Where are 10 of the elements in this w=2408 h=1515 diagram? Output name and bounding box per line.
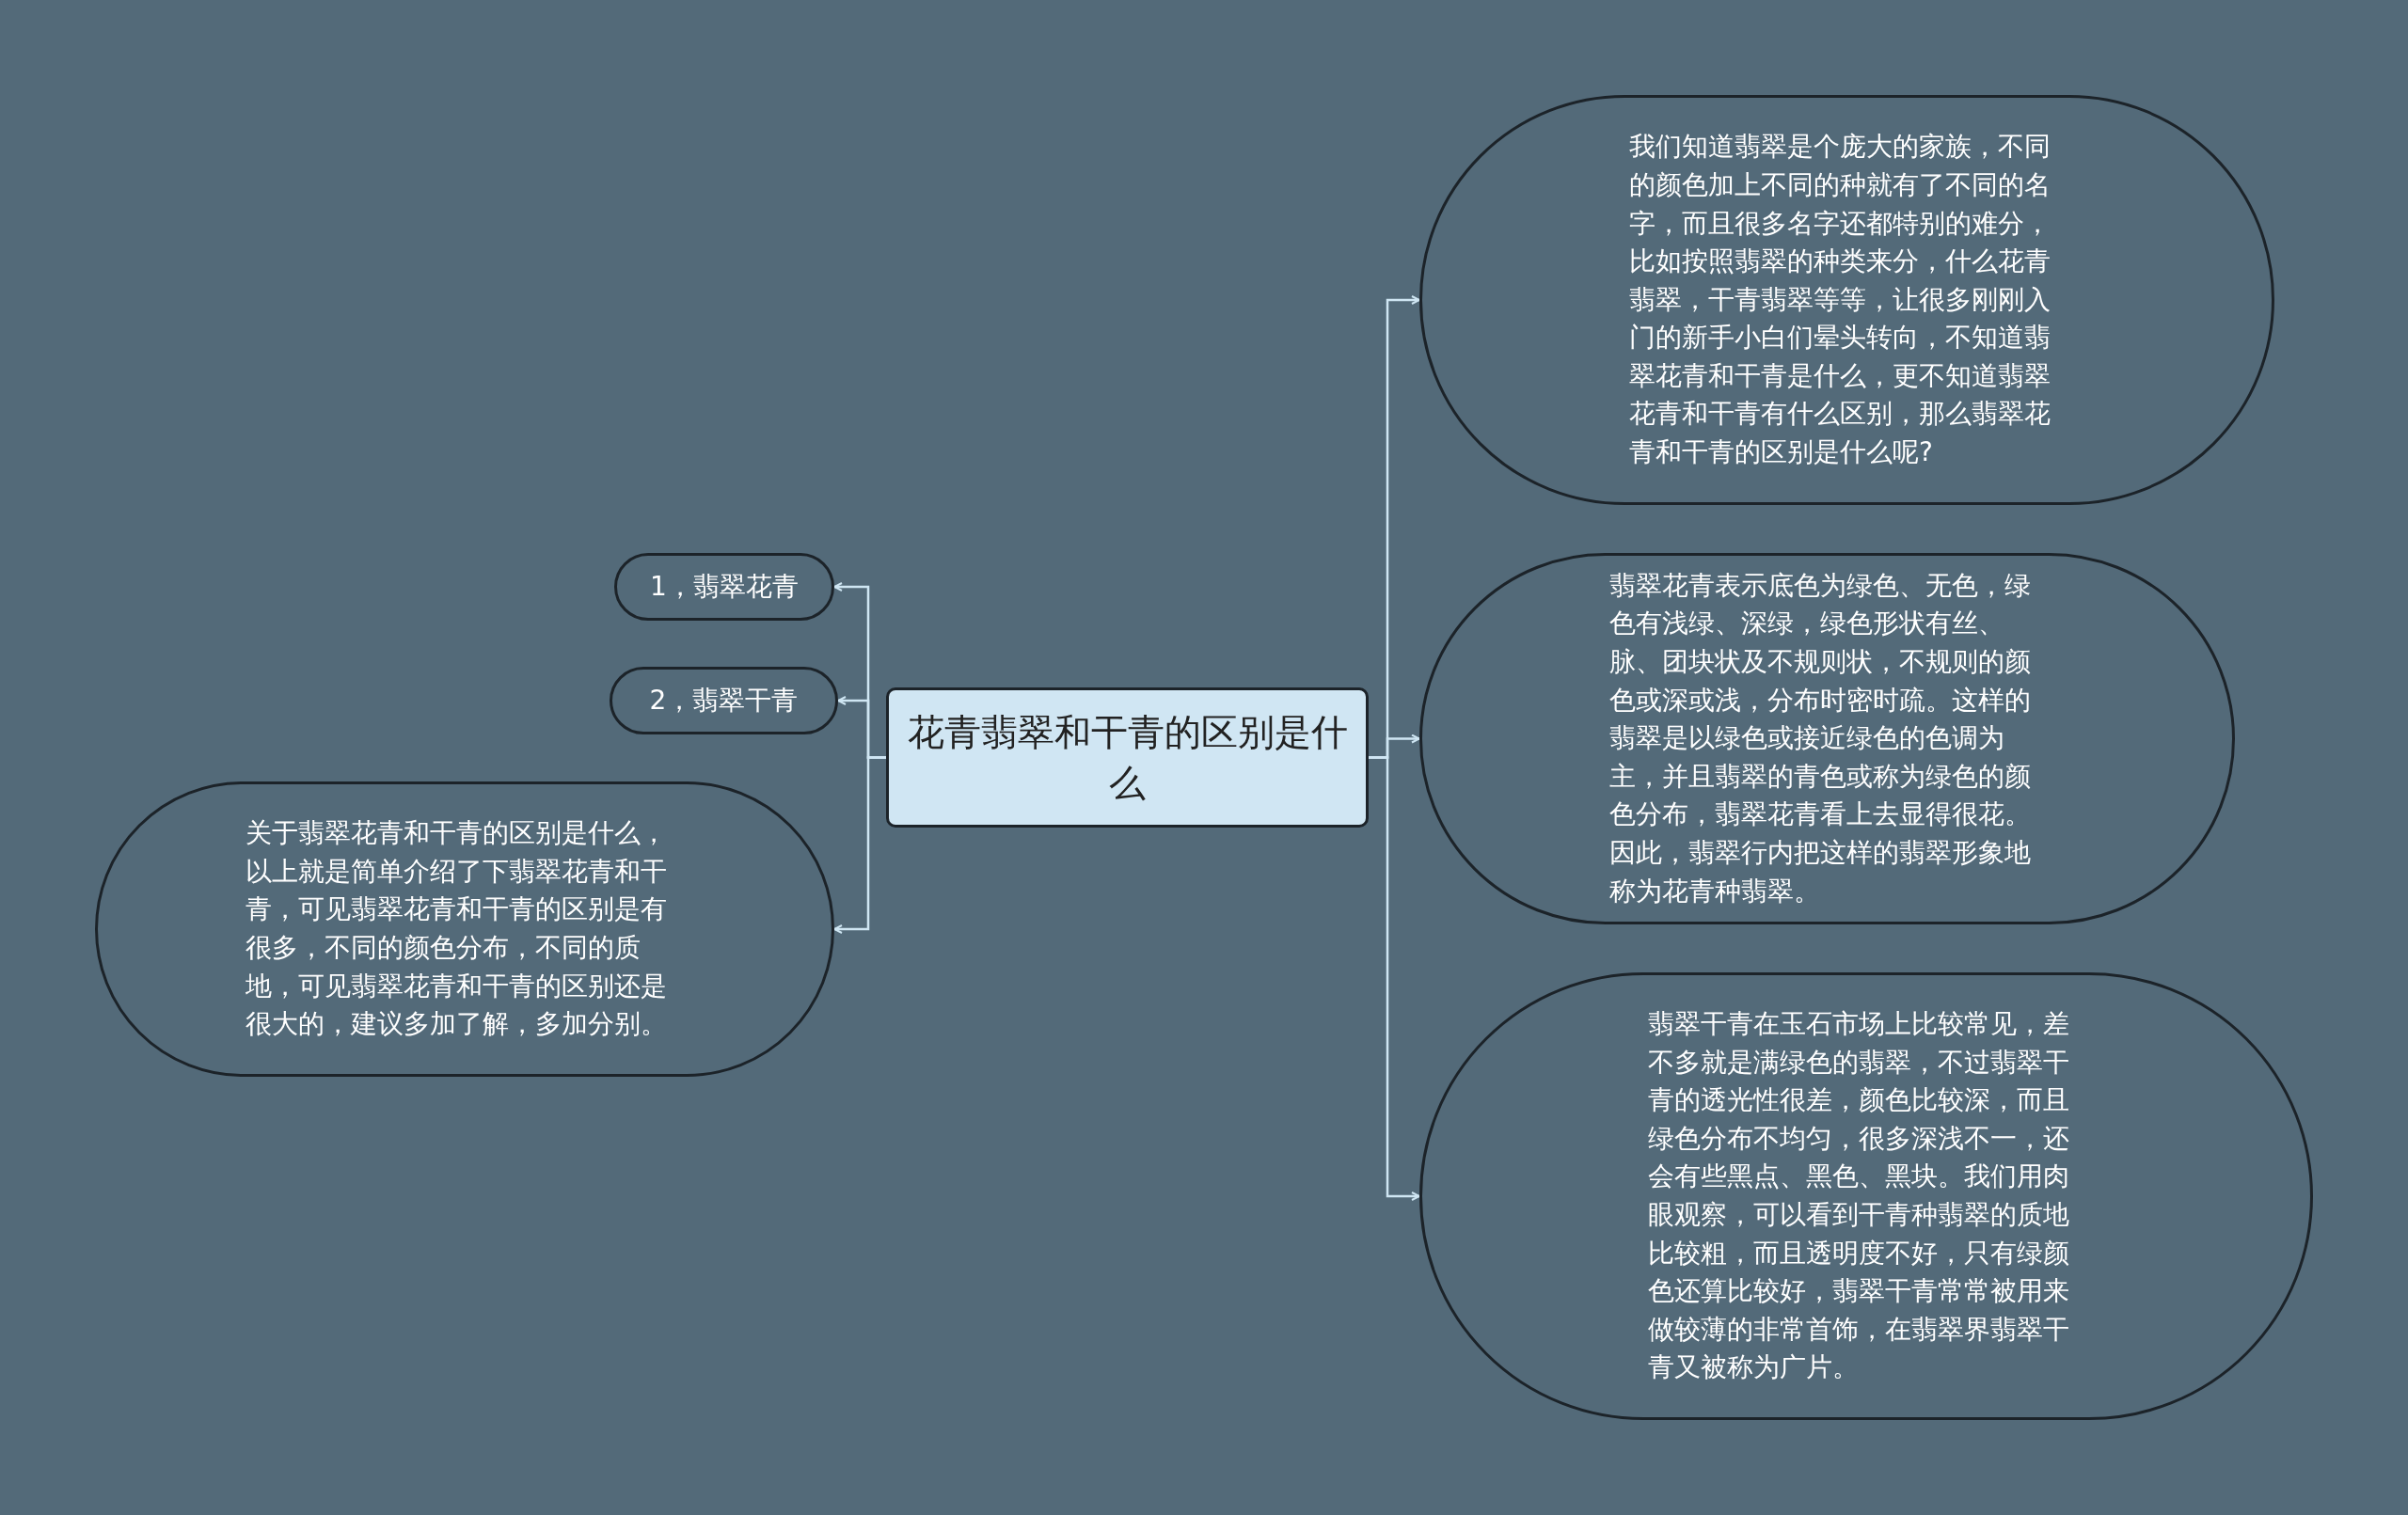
note-text: 翡翠花青表示底色为绿色、无色，绿色有浅绿、深绿，绿色形状有丝、脉、团块状及不规则状，不规则的颜色或深或浅，分布时密时疏。这样的翡翠是以绿色或接近绿色的色调为主，并且翡翠的青色或称为绿色的颜色分布，翡翠花青看上去显得很花。因此，翡翠行内把这样的翡翠形象地称为花青种翡翠。 (1609, 568, 2032, 908)
connector-arrow (833, 756, 886, 934)
note-text: 我们知道翡翠是个庞大的家族，不同的颜色加上不同的种就有了不同的名字，而且很多名字还都特别的难分，比如按照翡翠的种类来分，什么花青翡翠，干青翡翠等等，让很多刚刚入门的新手小白们晕头转向，不知道翡翠花青和干青是什么，更不知道翡翠花青和干青有什么区别，那么翡翠花青和干青的区别是什么呢? (1629, 130, 2052, 470)
subtopic-text: 1，翡翠花青 (650, 570, 799, 604)
subtopic-text: 2，翡翠干青 (649, 684, 799, 718)
note-text: 翡翠干青在玉石市场上比较常见，差不多就是满绿色的翡翠，不过翡翠干青的透光性很差，颜色比较深，而且绿色分布不均匀，很多深浅不一，还会有些黑点、黑色、黑块。我们用肉眼观察，可以看到干青种翡翠的质地比较粗，而且透明度不好，只有绿颜色还算比较好，翡翠干青常常被用来做较薄的非常首饰，在翡翠界翡翠干青又被称为广片。 (1648, 1007, 2070, 1385)
topic-box (886, 687, 1369, 828)
topic-text: 花青翡翠和干青的区别是什么 (906, 709, 1349, 806)
note-text: 关于翡翠花青和干青的区别是什么，以上就是简单介绍了下翡翠花青和干青，可见翡翠花青和干青的区别是有很多，不同的颜色分布，不同的质地，可见翡翠花青和干青的区别还是很大的，建议多加了解，多加分别。 (246, 816, 668, 1042)
connector-arrow (1369, 756, 1420, 1201)
